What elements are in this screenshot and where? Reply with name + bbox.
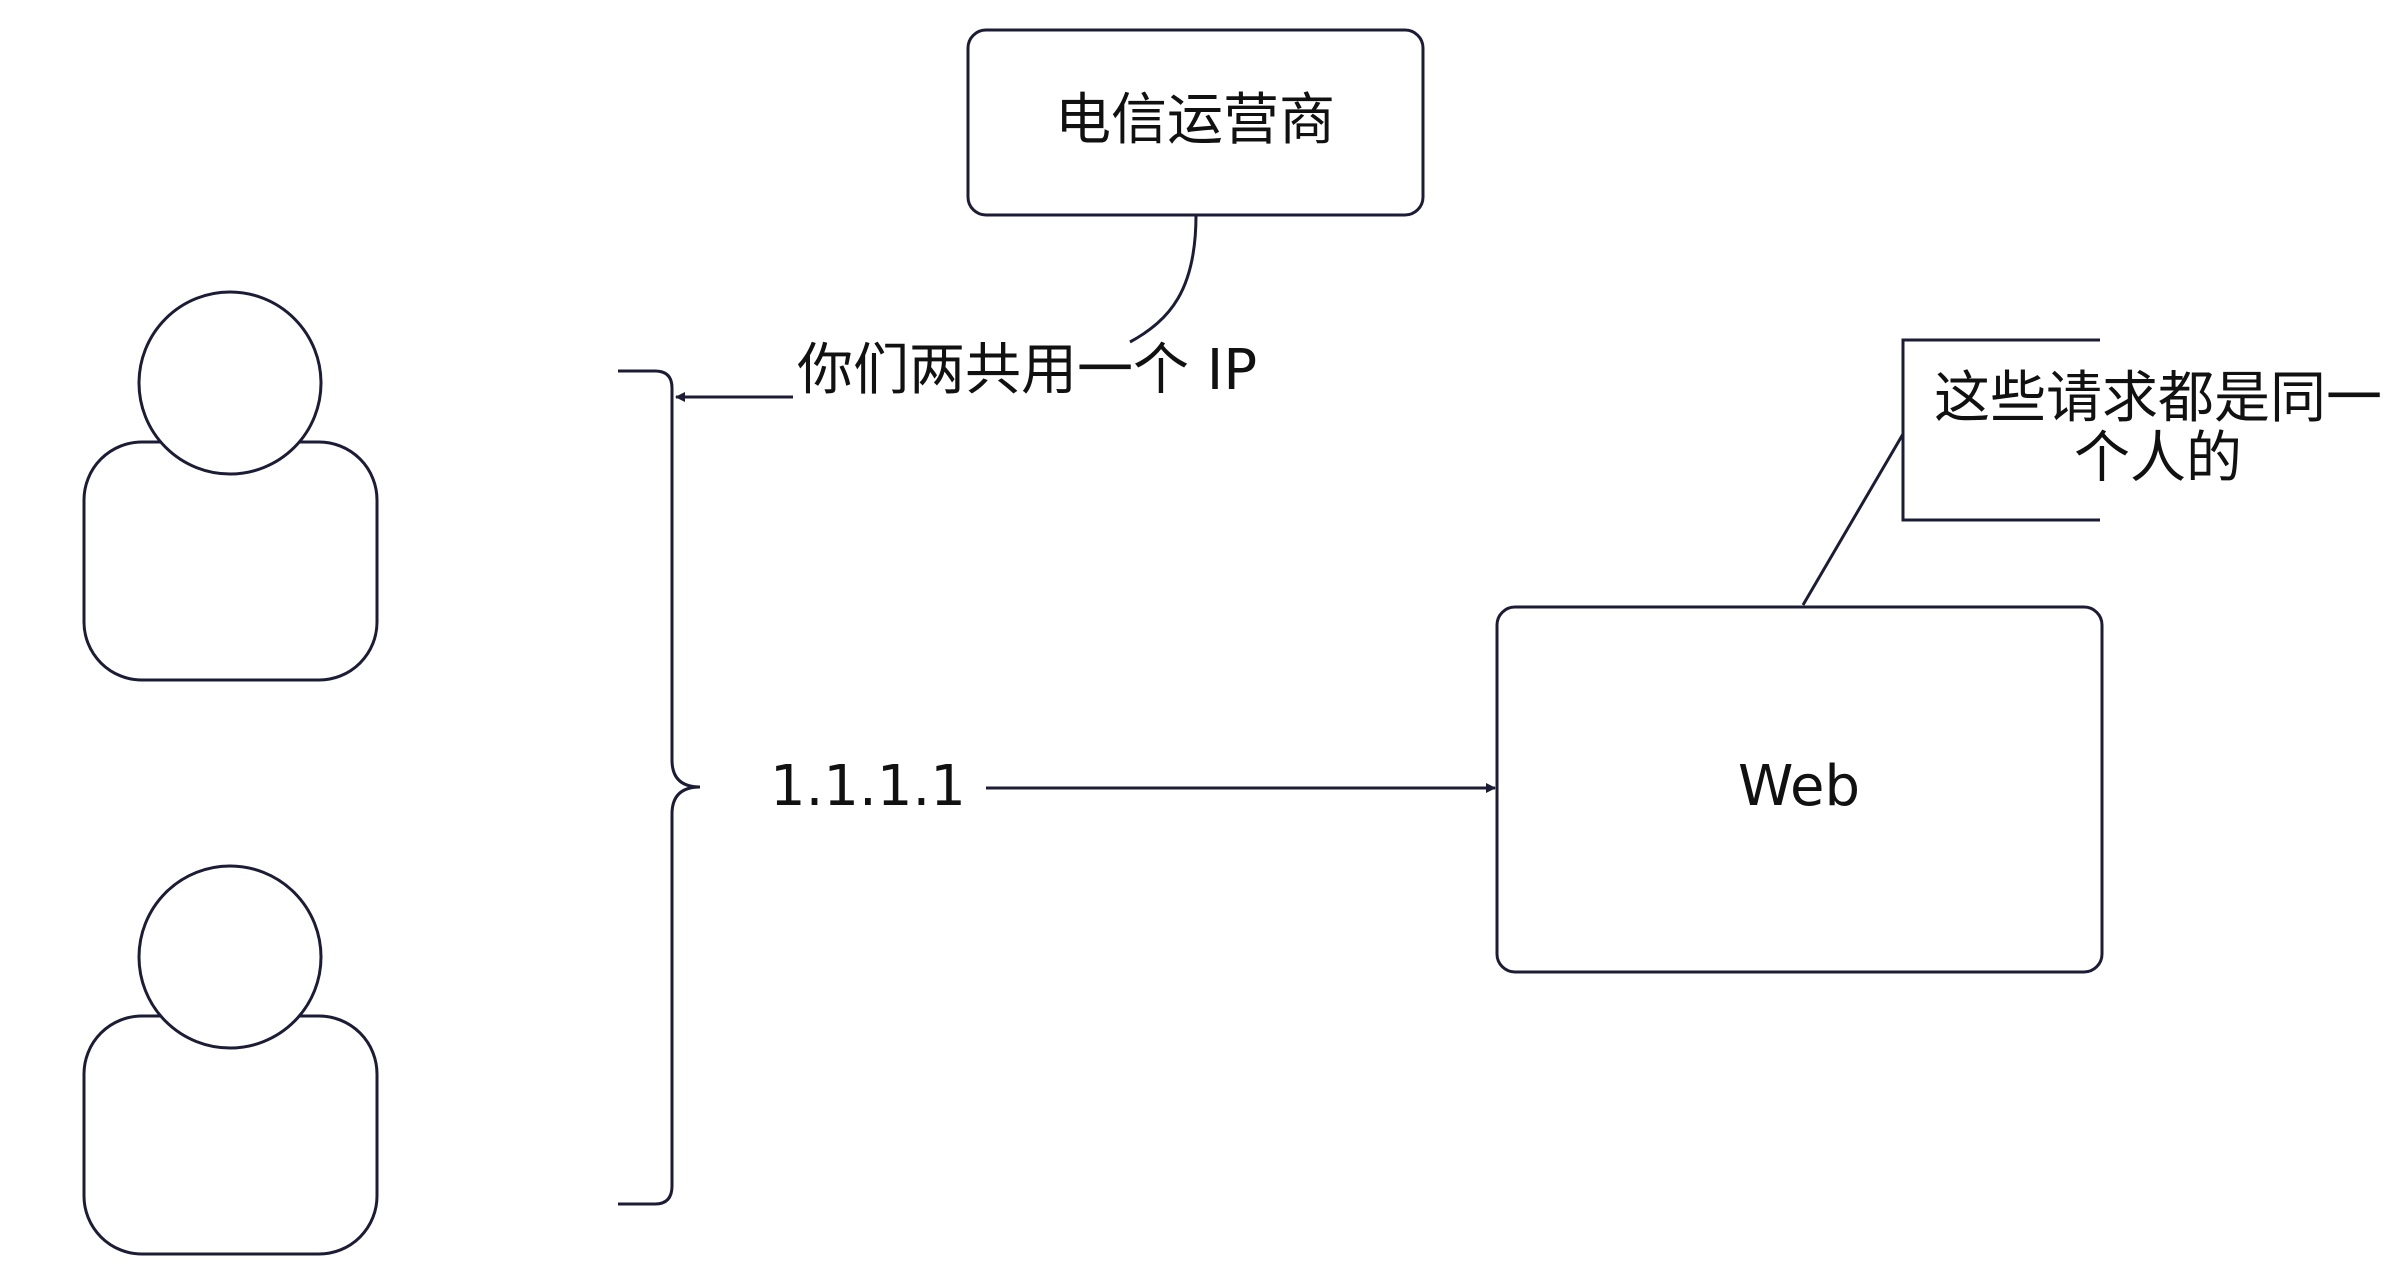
shared-ip-label: 你们两共用一个 IP xyxy=(797,338,1257,403)
web-node: Web xyxy=(1495,605,2104,974)
annotation-line-2: 个人的 xyxy=(2074,426,2242,491)
web-label: Web xyxy=(1738,754,1860,819)
carrier-node: 电信运营商 xyxy=(966,28,1425,217)
carrier-connector xyxy=(1129,214,1198,344)
annotation-leader-line xyxy=(1801,433,1905,606)
annotation-line-1: 这些请求都是同一 xyxy=(1934,366,2382,431)
ip-address-label: 1.1.1.1 xyxy=(770,754,966,819)
annotation-bracket xyxy=(1901,338,2100,522)
carrier-label: 电信运营商 xyxy=(1055,88,1335,153)
user-group-brace xyxy=(618,369,701,1206)
user-top-icon xyxy=(82,290,379,682)
user-bottom-icon xyxy=(82,864,379,1256)
